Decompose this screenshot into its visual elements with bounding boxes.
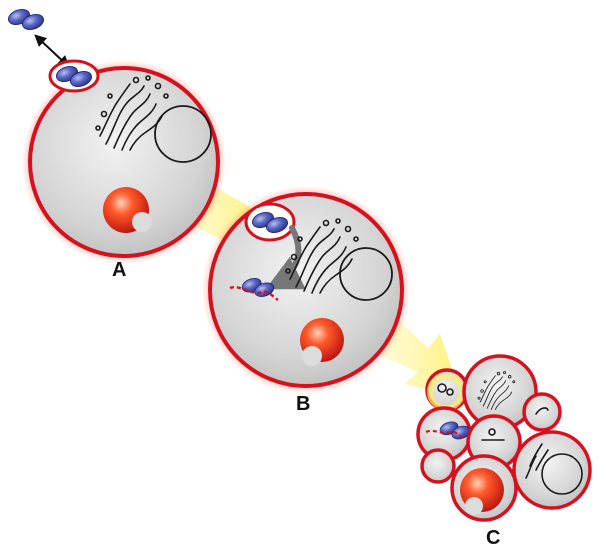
nucleus-icon: [339, 247, 393, 301]
cell-a: [22, 59, 226, 264]
nucleus-icon: [541, 453, 583, 495]
lysosome-icon: [460, 468, 504, 515]
curved-arrow-icon: [265, 225, 306, 290]
cell-cluster-c: [416, 354, 592, 522]
free-molecule-icon: [5, 6, 47, 33]
label-c: C: [486, 527, 500, 549]
double-arrow-icon: [34, 34, 70, 68]
cell-b: [202, 186, 410, 394]
label-b: B: [296, 393, 310, 415]
peptide-icon: [425, 429, 465, 440]
nucleus-icon: [154, 105, 212, 163]
lysosome-icon: [300, 318, 344, 366]
label-a: A: [112, 259, 126, 281]
peptide-icon: [229, 285, 279, 301]
lysosome-icon: [103, 187, 152, 233]
